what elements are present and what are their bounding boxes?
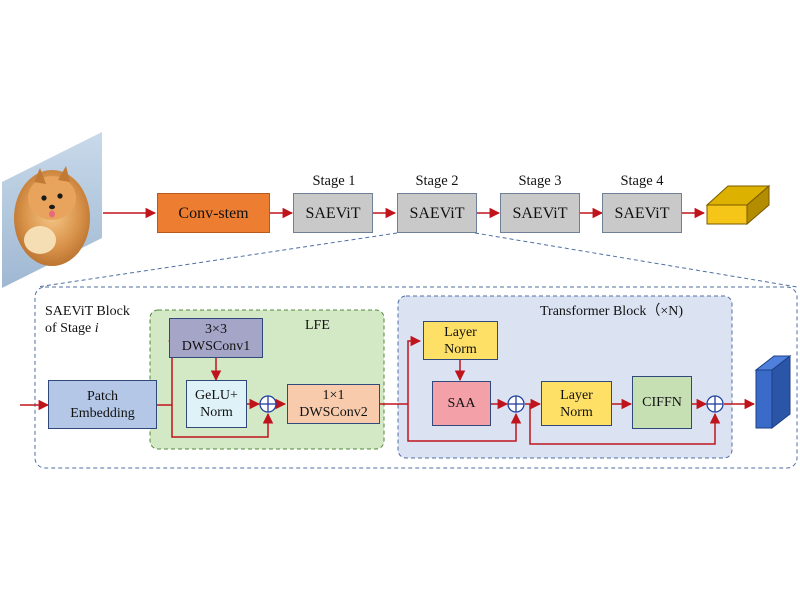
gelu-norm-line1: GeLU+ (195, 388, 238, 403)
dwsconv1-line2: DWSConv1 (181, 339, 251, 354)
lfe-title: LFE (305, 318, 330, 333)
saa-block: SAA (432, 381, 491, 426)
gelu-norm-line2: Norm (200, 405, 233, 420)
zoom-guides (36, 232, 798, 288)
dwsconv2-line2: DWSConv2 (299, 405, 368, 420)
feature-map-icon (754, 354, 792, 430)
detail-frame (34, 286, 798, 469)
layer-norm-2-block: Layer Norm (541, 381, 612, 426)
conv-stem-label: Conv-stem (178, 204, 249, 222)
stage-1-label: Stage 1 (312, 173, 356, 189)
transformer-title: Transformer Block（×N) (540, 304, 684, 319)
detail-title-prefix: of Stage (45, 321, 95, 336)
ciffn-label: CIFFN (642, 395, 682, 410)
ciffn-block: CIFFN (632, 376, 692, 429)
stage-4-label: Stage 4 (620, 173, 664, 189)
layer-norm-2-line2: Norm (560, 404, 593, 420)
output-cuboid-icon (705, 184, 771, 226)
detail-title: SAEViT Block of Stage i (45, 303, 130, 337)
dwsconv1-line1: 3×3 (205, 322, 227, 337)
saevit-stage-3: SAEViT (500, 193, 580, 233)
plus-junction-lfe (259, 395, 277, 413)
patch-embedding-line2: Embedding (70, 405, 135, 421)
dwsconv2-block: 1×1 DWSConv2 (287, 384, 380, 424)
saevit-stage-3-label: SAEViT (512, 204, 568, 222)
stage-3-label: Stage 3 (518, 173, 562, 189)
saevit-stage-4: SAEViT (602, 193, 682, 233)
layer-norm-1-line1: Layer (444, 324, 477, 340)
saevit-stage-1: SAEViT (293, 193, 373, 233)
saevit-stage-4-label: SAEViT (614, 204, 670, 222)
patch-embedding-line1: Patch (86, 388, 119, 404)
saevit-stage-2-label: SAEViT (409, 204, 465, 222)
layer-norm-1-block: Layer Norm (423, 321, 498, 360)
detail-title-var: i (94, 321, 99, 336)
stage-2-label: Stage 2 (415, 173, 459, 189)
gelu-norm-block: GeLU+ Norm (186, 380, 247, 428)
layer-norm-2-line1: Layer (560, 387, 593, 403)
layer-norm-1-line2: Norm (444, 341, 477, 357)
detail-title-line1: SAEViT Block (45, 304, 130, 319)
saevit-stage-1-label: SAEViT (305, 204, 361, 222)
saevit-stage-2: SAEViT (397, 193, 477, 233)
plus-junction-ffn (706, 395, 724, 413)
input-image (2, 132, 102, 288)
patch-embedding-block: Patch Embedding (48, 380, 157, 429)
plus-junction-attn (507, 395, 525, 413)
conv-stem-block: Conv-stem (157, 193, 270, 233)
detail-title-line2: of Stage i (45, 320, 130, 337)
saa-label: SAA (447, 396, 476, 411)
dwsconv2-line1: 1×1 (322, 388, 345, 403)
dwsconv1-block: 3×3 DWSConv1 (169, 318, 263, 358)
